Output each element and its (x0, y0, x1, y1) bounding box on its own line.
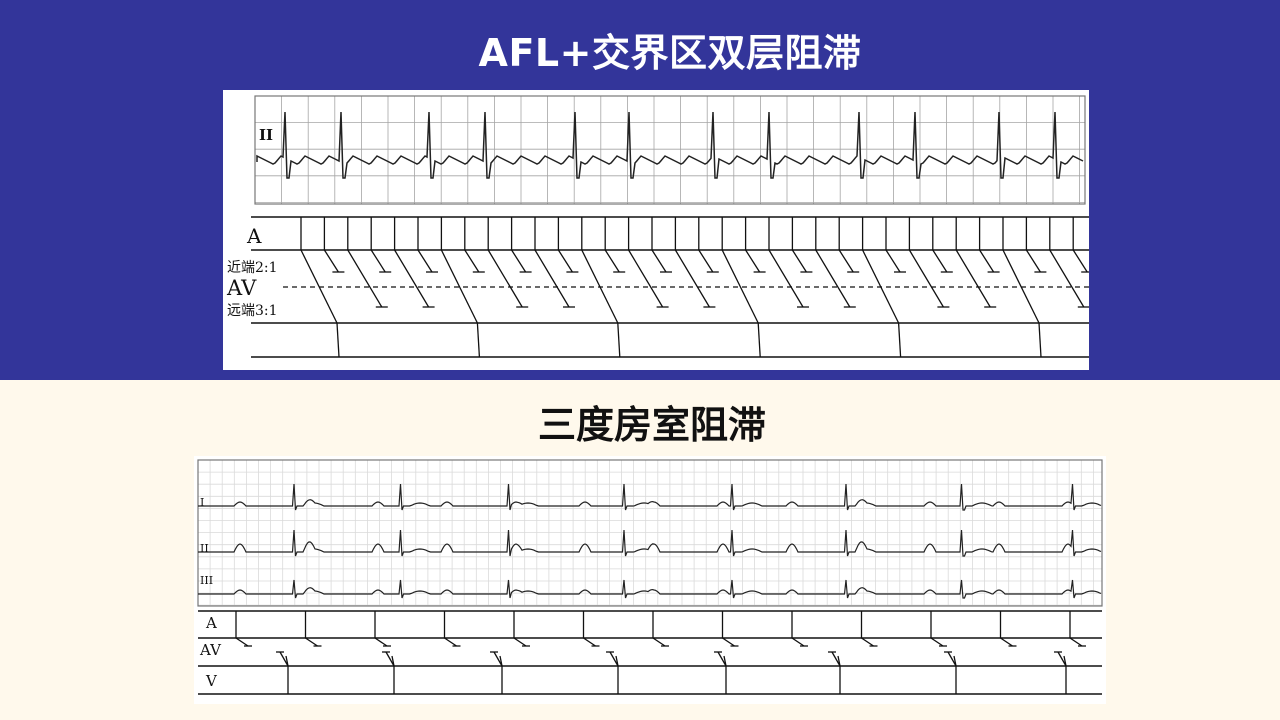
ladder-diagram (251, 216, 1089, 358)
escape-origin (1057, 651, 1067, 667)
blocked-impulse (861, 637, 874, 647)
blocked-impulse (932, 249, 948, 273)
retrograde-impulse (499, 655, 503, 667)
blocked-impulse (347, 249, 383, 308)
blocked-impulse (305, 637, 318, 647)
retrograde-impulse (285, 655, 289, 667)
conducted-impulse (1002, 249, 1040, 324)
blocked-impulse (417, 249, 433, 273)
escape-origin (279, 651, 289, 667)
blocked-impulse (1072, 249, 1088, 273)
conducted-impulse (721, 249, 759, 324)
blocked-impulse (815, 249, 851, 308)
blocked-impulse (394, 249, 430, 308)
escape-origin (385, 651, 395, 667)
ventricular-impulse (476, 322, 481, 358)
blocked-impulse (235, 637, 249, 647)
blocked-impulse (1025, 249, 1041, 273)
blocked-impulse (955, 249, 991, 308)
retrograde-impulse (615, 655, 619, 667)
blocked-impulse (1000, 637, 1013, 647)
conducted-impulse (581, 249, 619, 324)
ventricular-impulse (1038, 322, 1042, 358)
blocked-impulse (628, 249, 664, 308)
blocked-impulse (487, 249, 523, 308)
escape-origin (493, 651, 503, 667)
ventricular-impulse (336, 322, 340, 358)
blocked-impulse (979, 249, 995, 273)
ladder-label-a: A (246, 224, 262, 248)
blocked-impulse (323, 249, 339, 273)
escape-origin (831, 651, 841, 667)
blocked-impulse (838, 249, 854, 273)
retrograde-impulse (723, 655, 727, 667)
blocked-impulse (722, 637, 735, 647)
retrograde-impulse (391, 655, 395, 667)
blocked-impulse (651, 249, 667, 273)
blocked-impulse (604, 249, 620, 273)
blocked-impulse (370, 249, 386, 273)
blocked-impulse (534, 249, 570, 308)
blocked-impulse (374, 637, 388, 647)
ecg-trace-lead-ii (256, 111, 1084, 179)
grid-border (197, 459, 1103, 607)
ecg-trace-lead-iii (198, 579, 1102, 599)
conducted-impulse (440, 249, 478, 324)
ladder-label-av: AV (199, 641, 222, 659)
blocked-impulse (674, 249, 710, 308)
blocked-impulse (513, 637, 527, 647)
ladder-label-v: V (205, 672, 218, 690)
conducted-impulse (300, 249, 338, 324)
ecg-ladder-diagram-third-degree: I II III A AV V (194, 456, 1106, 704)
ecg-grid (254, 95, 1086, 205)
ladder-diagram (198, 610, 1102, 695)
blocked-impulse (908, 249, 944, 308)
ecg-ladder-diagram-afl: II A 近端2:1 AV 远端3:1 (223, 90, 1089, 370)
blocked-impulse (791, 637, 805, 647)
blocked-impulse (557, 249, 573, 273)
lead-label-ii: II (259, 126, 273, 144)
blocked-impulse (1049, 249, 1085, 308)
lead-label-iii: III (200, 574, 213, 587)
ventricular-impulse (757, 322, 761, 358)
blocked-impulse (930, 637, 944, 647)
escape-origin (717, 651, 727, 667)
conducted-impulse (862, 249, 900, 324)
ecg-ladder-svg-afl: II A 近端2:1 AV 远端3:1 (226, 95, 1089, 358)
ecg-trace-lead-i (198, 483, 1102, 511)
ecg-trace-lead-ii (198, 529, 1102, 557)
blocked-impulse (698, 249, 714, 273)
blocked-impulse (791, 249, 807, 273)
blocked-impulse (511, 249, 527, 273)
ecg-ladder-svg-third-degree: I II III A AV V (197, 459, 1103, 695)
escape-origin (609, 651, 619, 667)
blocked-impulse (745, 249, 761, 273)
blocked-impulse (652, 637, 666, 647)
slide-title-afl: AFL+交界区双层阻滞 (478, 31, 862, 75)
blocked-impulse (444, 637, 457, 647)
retrograde-impulse (953, 655, 957, 667)
slide-title-third-degree-av-block: 三度房室阻滞 (537, 403, 766, 447)
escape-origin (947, 651, 957, 667)
retrograde-impulse (837, 655, 841, 667)
blocked-impulse (464, 249, 480, 273)
grid-border (254, 95, 1086, 205)
retrograde-impulse (1063, 655, 1067, 667)
lead-label-i: I (200, 496, 204, 509)
ladder-label-a: A (205, 614, 217, 632)
ladder-label-proximal: 近端2:1 (227, 260, 278, 276)
ladder-label-distal: 远端3:1 (227, 303, 278, 319)
ladder-label-av: AV (226, 276, 257, 300)
lead-label-ii: II (200, 542, 209, 555)
blocked-impulse (583, 637, 596, 647)
blocked-impulse (768, 249, 804, 308)
ventricular-impulse (897, 322, 902, 358)
blocked-impulse (1069, 637, 1083, 647)
ventricular-impulse (617, 322, 621, 358)
blocked-impulse (885, 249, 901, 273)
ecg-grid (197, 459, 1103, 607)
